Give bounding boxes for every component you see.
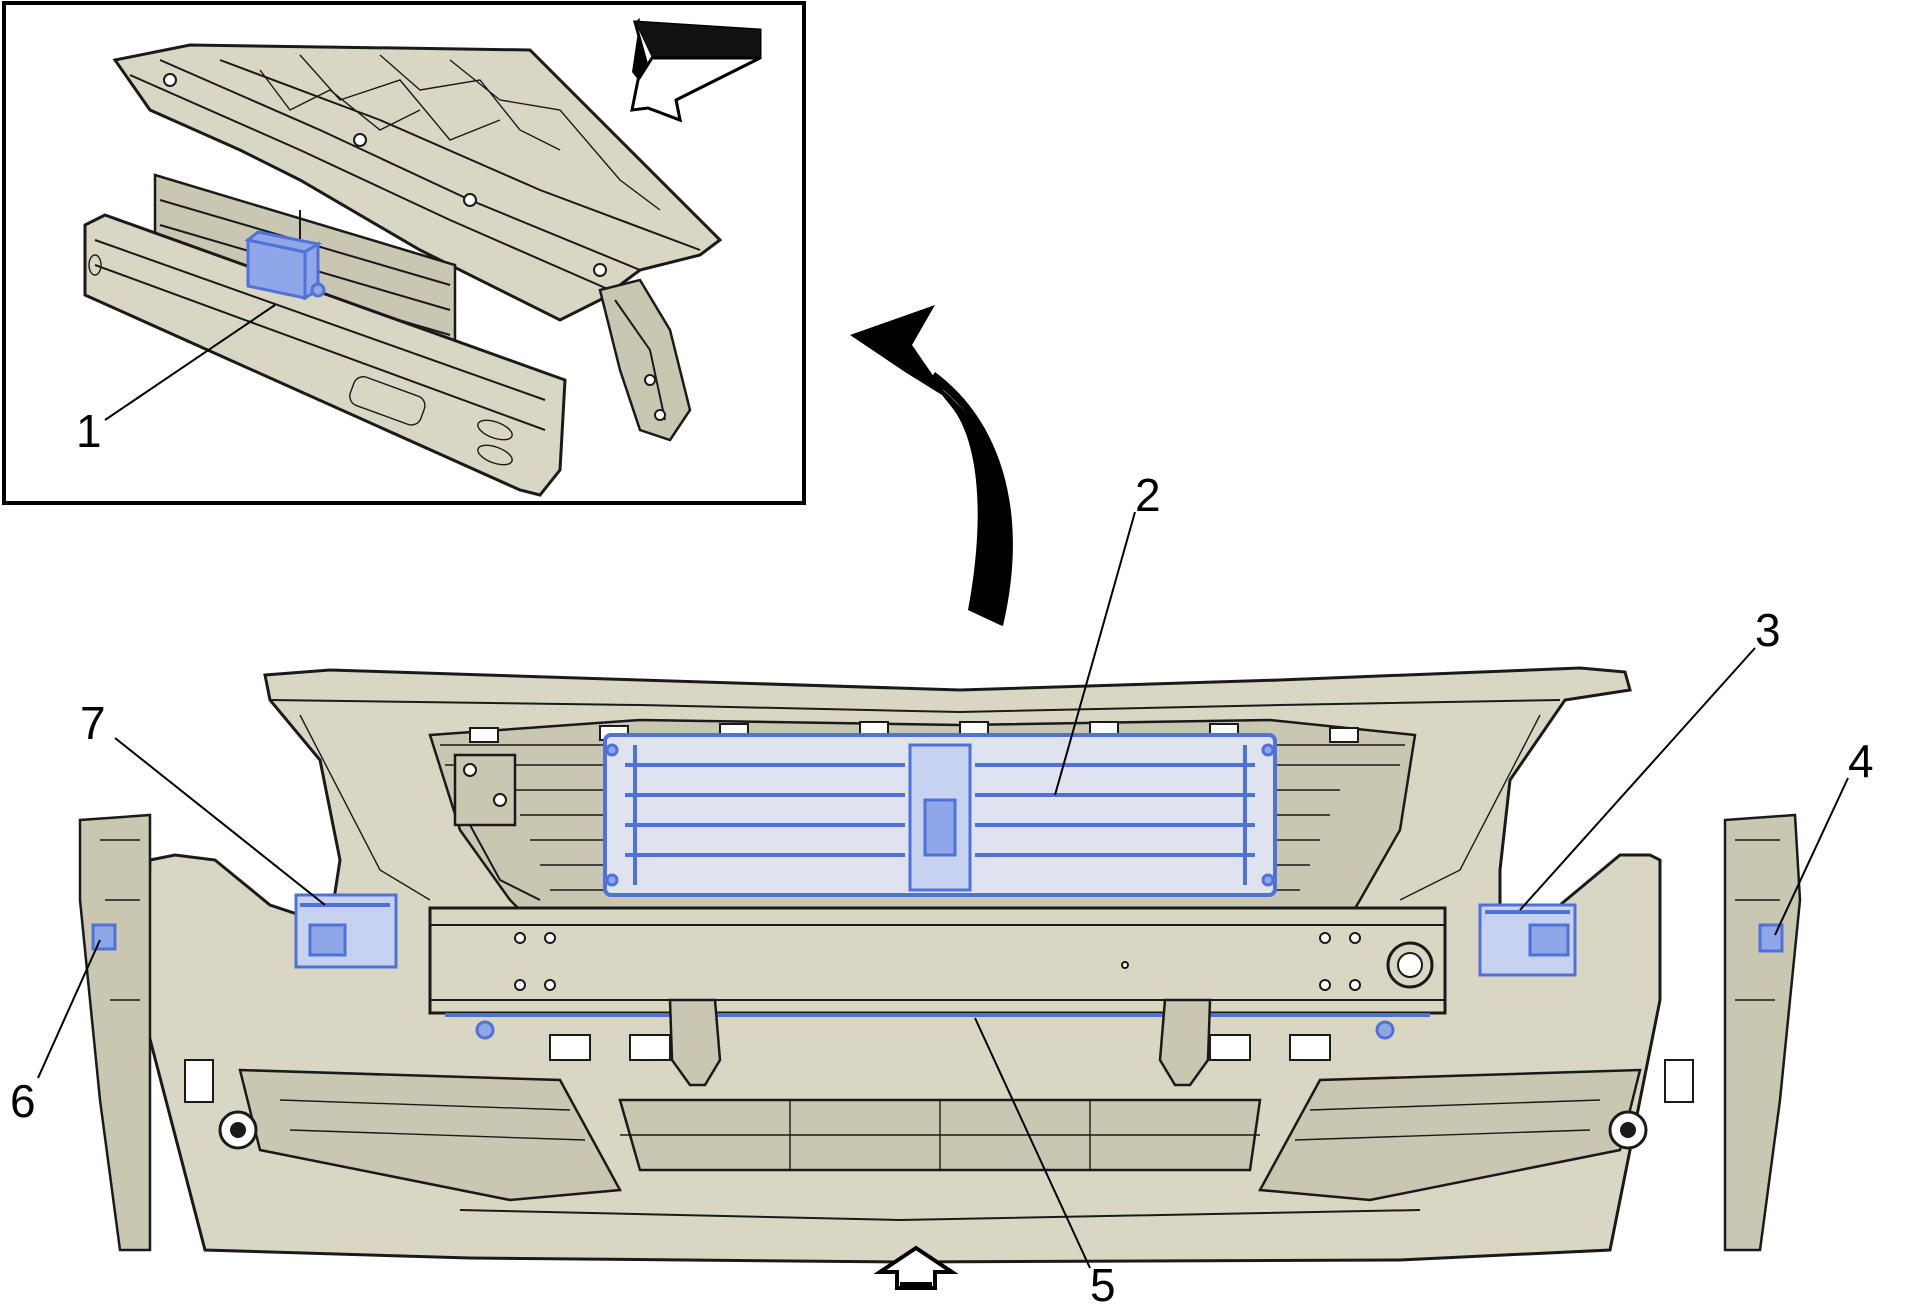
- active-grille-shutter: [603, 733, 1277, 897]
- front-fascia-view: [37, 511, 1849, 1269]
- inset-highlighted-module: [244, 230, 326, 301]
- view-direction-arrow-icon: [630, 18, 762, 123]
- leader-line-4: [1774, 777, 1849, 936]
- radiator-support: [112, 43, 723, 442]
- inset-detail-view: [2, 1, 806, 505]
- leader-line-2: [1054, 511, 1136, 796]
- left-outer-bracket: [78, 813, 152, 1252]
- inset-bumper-beam: [83, 213, 567, 497]
- callout-2: 2: [1135, 469, 1161, 521]
- bumper-beam: [428, 906, 1447, 1015]
- leader-lines: [37, 511, 1849, 1269]
- right-radar-module: [1478, 903, 1577, 977]
- callout-7: 7: [80, 697, 106, 749]
- leader-line-5: [974, 1017, 1091, 1269]
- leader-line-7: [114, 737, 326, 906]
- lower-skid-strip: [459, 1209, 1421, 1222]
- callout-4: 4: [1848, 735, 1874, 787]
- left-radar-module: [294, 893, 398, 969]
- leader-line-6: [37, 939, 101, 1079]
- front-direction-arrow-icon: [873, 1245, 959, 1290]
- curved-detail-arrow-icon: [850, 305, 1013, 626]
- callout-3: 3: [1755, 604, 1781, 656]
- leader-line-3: [1519, 647, 1756, 911]
- lower-shutter-strip: [445, 1013, 1430, 1040]
- callout-1: 1: [76, 405, 102, 457]
- fog-lamps: [184, 1059, 1694, 1150]
- lower-grille: [238, 1068, 1642, 1202]
- right-outer-bracket: [1723, 813, 1802, 1252]
- leader-line-1: [104, 304, 276, 421]
- callout-6: 6: [10, 1075, 36, 1127]
- lower-brackets: [549, 998, 1331, 1087]
- callout-5: 5: [1090, 1259, 1116, 1311]
- left-wiring-bracket: [453, 753, 541, 901]
- left-side-sensor: [91, 923, 117, 951]
